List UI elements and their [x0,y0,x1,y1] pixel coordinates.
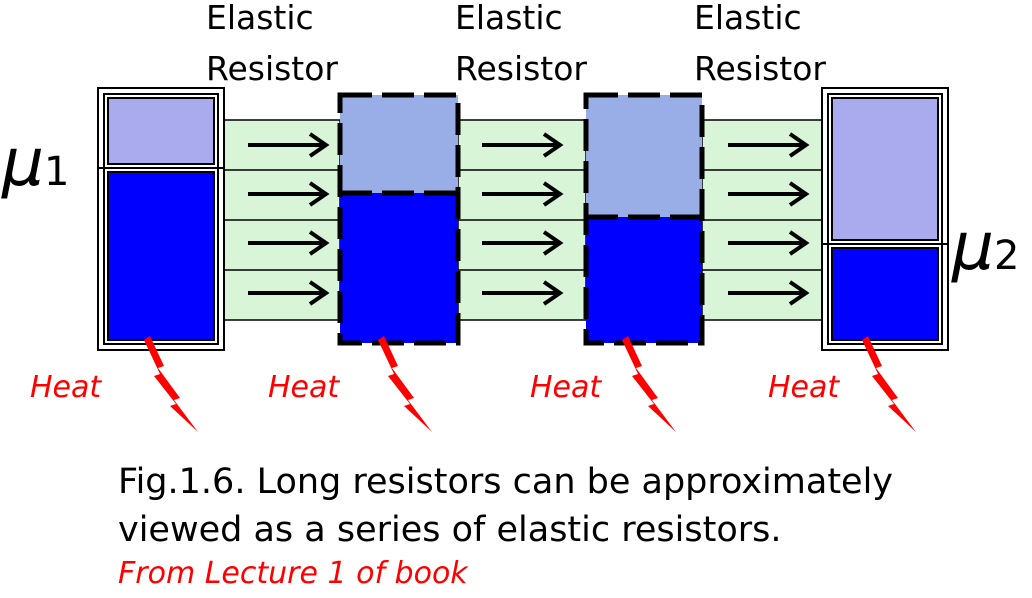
lightning-icon [622,336,676,432]
resistor-label-1: Elastic Resistor [206,0,338,94]
heat-label-1: Heat [30,370,102,405]
arrow [482,230,564,256]
caption-line-2: viewed as a series of elastic resistors. [118,510,782,550]
resistor-label-1-line1: Elastic [206,0,314,37]
resistor-label-1-line2: Resistor [206,49,338,88]
arrow [482,181,564,207]
channels [219,119,827,321]
resistor-label-2: Elastic Resistor [455,0,587,94]
mu2-subscript: 2 [994,233,1020,279]
elastic-resistor-2 [583,92,705,346]
heat-label-3: Heat [530,370,602,405]
arrow [482,132,564,158]
mu1-symbol: μ [2,124,44,201]
caption-line-1: Fig.1.6. Long resistors can be approxima… [118,462,894,502]
arrow [728,230,810,256]
contact-left [97,87,225,351]
mu1-label: μ1 [2,124,69,201]
figure-caption: Fig.1.6. Long resistors can be approxima… [118,458,1018,554]
arrow [248,230,330,256]
resistor-label-3-line2: Resistor [694,49,826,88]
heat-label-4: Heat [768,370,840,405]
arrows [248,132,810,306]
contact-right [821,87,949,351]
resistor-label-2-line2: Resistor [455,49,587,88]
resistor-label-3: Elastic Resistor [694,0,826,94]
resistor-label-3-line1: Elastic [694,0,802,37]
mu1-subscript: 1 [44,149,70,195]
arrow [728,181,810,207]
arrow [482,280,564,306]
caption-source: From Lecture 1 of book [118,556,468,591]
arrow [248,280,330,306]
elastic-resistor-1 [337,92,461,346]
mu2-symbol: μ [952,208,994,285]
heat-label-2: Heat [268,370,340,405]
resistor-label-2-line1: Elastic [455,0,563,37]
arrow [248,181,330,207]
lightning-icon [378,336,432,432]
arrow [248,132,330,158]
arrow [728,132,810,158]
arrow [728,280,810,306]
mu2-label: μ2 [952,208,1019,285]
